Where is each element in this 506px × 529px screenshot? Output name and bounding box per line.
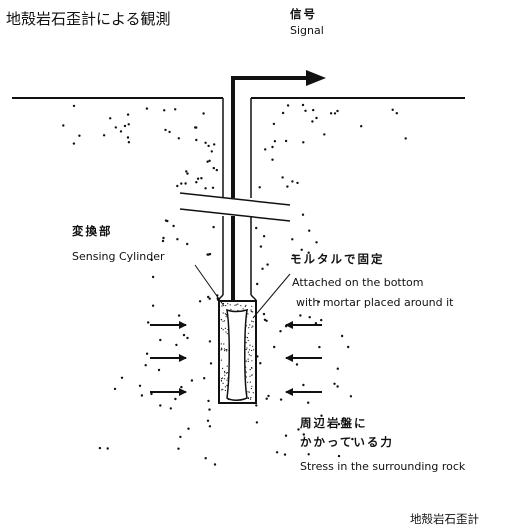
- rock-stipple: [62, 103, 407, 466]
- signal-label-jp: 信号: [290, 7, 317, 21]
- stress-arrows-right: [285, 321, 322, 396]
- sensor-label-en: Sensing Cylinder: [72, 250, 165, 263]
- leader-lines: [194, 264, 291, 319]
- stress-label-jp-2: かかっている力: [300, 435, 394, 449]
- stress-arrows-left: [150, 321, 187, 396]
- signal-label-en: Signal: [290, 24, 324, 37]
- sensing-cylinder: [226, 308, 248, 401]
- mortar-label-en-2: with mortar placed around it: [296, 296, 454, 309]
- stress-label-jp-1: 周辺岩盤に: [300, 416, 368, 430]
- borehole: [217, 98, 257, 301]
- mortar-label-en-1: Attached on the bottom: [292, 276, 424, 289]
- mortar-label-jp: モルタルで固定: [290, 252, 385, 266]
- footer-caption: 地殻岩石歪計: [410, 512, 479, 526]
- break-marks: [179, 192, 291, 222]
- stress-label-en: Stress in the surrounding rock: [300, 460, 466, 473]
- signal-arrow: [231, 70, 326, 86]
- sensor-label-jp: 変換部: [72, 224, 113, 238]
- diagram-title: 地殻岩石歪計による観測: [6, 10, 171, 28]
